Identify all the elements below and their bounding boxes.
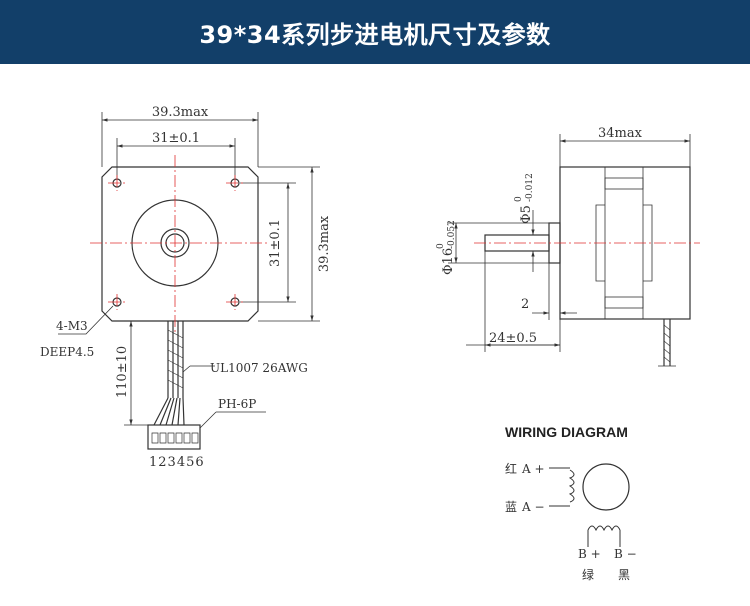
a-plus-color: 红 (505, 461, 517, 476)
dim-hole-spacing-h-label: 31±0.1 (152, 131, 200, 146)
boss-dia-dim: Φ16 0 -0.052 (436, 220, 457, 275)
connector-label: PH-6P (218, 397, 256, 411)
b-minus-color: 黑 (618, 568, 630, 582)
front-center-lines (90, 155, 268, 332)
wire-spec-label: UL1007 26AWG (210, 361, 308, 375)
shaft-length-label: 24±0.5 (489, 331, 537, 346)
boss-tol-lower: -0.052 (447, 220, 457, 249)
side-view (448, 134, 691, 367)
pin-numbers-label: 123456 (149, 455, 205, 470)
page-header: 39*34系列步进电机尺寸及参数 (0, 0, 750, 64)
dim-hole-spacing-v-label: 31±0.1 (268, 219, 283, 267)
a-minus-color: 蓝 (505, 500, 517, 514)
shaft-dia-label: Φ5 (519, 205, 534, 224)
coil-b (587, 525, 621, 547)
wire-bundle (153, 321, 185, 426)
boss-height-label: 2 (521, 297, 529, 312)
wiring-diagram-title: WIRING DIAGRAM (505, 424, 628, 440)
wiring-diagram (549, 463, 630, 547)
b-plus-color: 绿 (582, 567, 594, 582)
lead-length-label: 110±10 (115, 346, 130, 398)
motor-face-outline (101, 166, 259, 322)
shaft-tol-upper: 0 (514, 196, 524, 202)
page-title: 39*34系列步进电机尺寸及参数 (199, 20, 551, 49)
hole-thread-label: 4-M3 (56, 319, 88, 333)
a-plus-label: A + (521, 462, 545, 476)
connector-body (147, 424, 201, 450)
b-plus-label: B + (578, 547, 601, 561)
body-length-label: 34max (598, 126, 643, 141)
hole-depth-label: DEEP4.5 (40, 345, 94, 359)
dim-width-label: 39.3max (152, 105, 209, 120)
boss-tol-upper: 0 (436, 243, 446, 249)
a-minus-label: A − (521, 500, 545, 514)
technical-drawing: 39.3max 31±0.1 31±0.1 39.3max 4-M3 DEEP4… (40, 105, 700, 582)
shaft-dia-dim: Φ5 0 -0.012 (514, 173, 535, 224)
motor-symbol (582, 463, 630, 511)
dim-height-label: 39.3max (317, 215, 332, 272)
front-view (58, 112, 320, 450)
shaft-tol-lower: -0.012 (525, 173, 535, 202)
boss-dia-label: Φ16 (441, 248, 456, 275)
coil-a (549, 467, 575, 507)
b-minus-label: B − (614, 547, 637, 561)
